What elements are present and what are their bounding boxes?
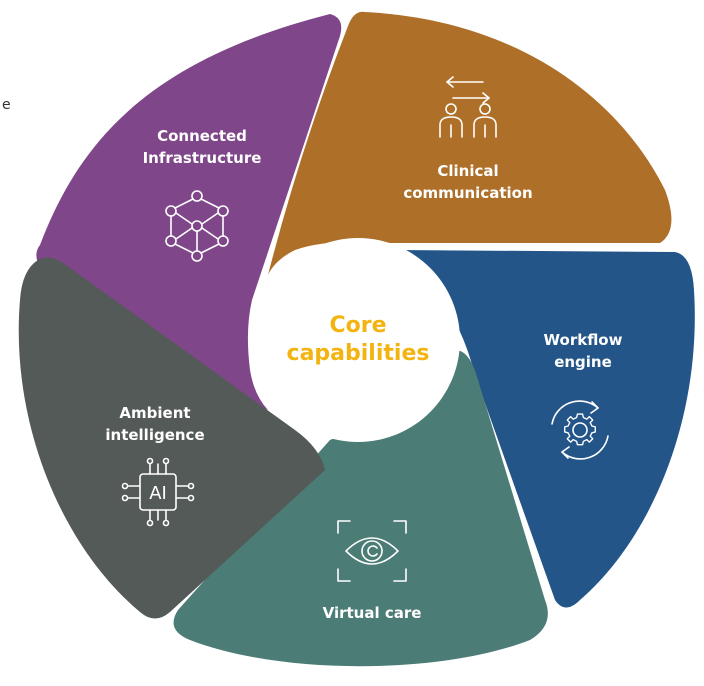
center-circle	[256, 238, 460, 442]
people-exchange-icon	[439, 76, 497, 138]
center-title-line1: Core	[329, 313, 386, 338]
segment-label-ambient: Ambient	[119, 404, 190, 422]
center-hub: Core capabilities	[256, 238, 460, 442]
segment-clinical-communication: Clinical communication	[268, 11, 672, 276]
segment-label-virtual-care: Virtual care	[323, 604, 422, 622]
segment-workflow-engine: Workflow engine	[380, 250, 695, 608]
segment-ambient-intelligence: Ambient intelligence AI	[18, 257, 326, 619]
segment-virtual-care: Virtual care	[173, 350, 548, 667]
chip-label: AI	[149, 483, 167, 504]
segment-label-connected: Connected	[157, 127, 247, 145]
segment-label-engine: engine	[554, 353, 612, 371]
segment-workflow-engine-shape	[380, 250, 695, 608]
network-cube-icon	[165, 190, 229, 262]
segment-ambient-intelligence-shape	[18, 257, 326, 619]
segment-label-workflow: Workflow	[544, 331, 623, 349]
eye-focus-icon	[337, 520, 407, 582]
segment-label-communication: communication	[403, 184, 532, 202]
ai-chip-icon: AI	[121, 457, 195, 527]
gear-cycle-icon	[551, 400, 609, 460]
segment-clinical-communication-shape	[268, 11, 672, 276]
center-title-line2: capabilities	[287, 341, 430, 366]
segment-label-infrastructure: Infrastructure	[143, 149, 262, 167]
segment-label-clinical: Clinical	[437, 162, 498, 180]
cropped-text-fragment: e	[2, 97, 11, 113]
segment-virtual-care-shape	[173, 350, 548, 667]
segment-label-intelligence: intelligence	[105, 426, 204, 444]
